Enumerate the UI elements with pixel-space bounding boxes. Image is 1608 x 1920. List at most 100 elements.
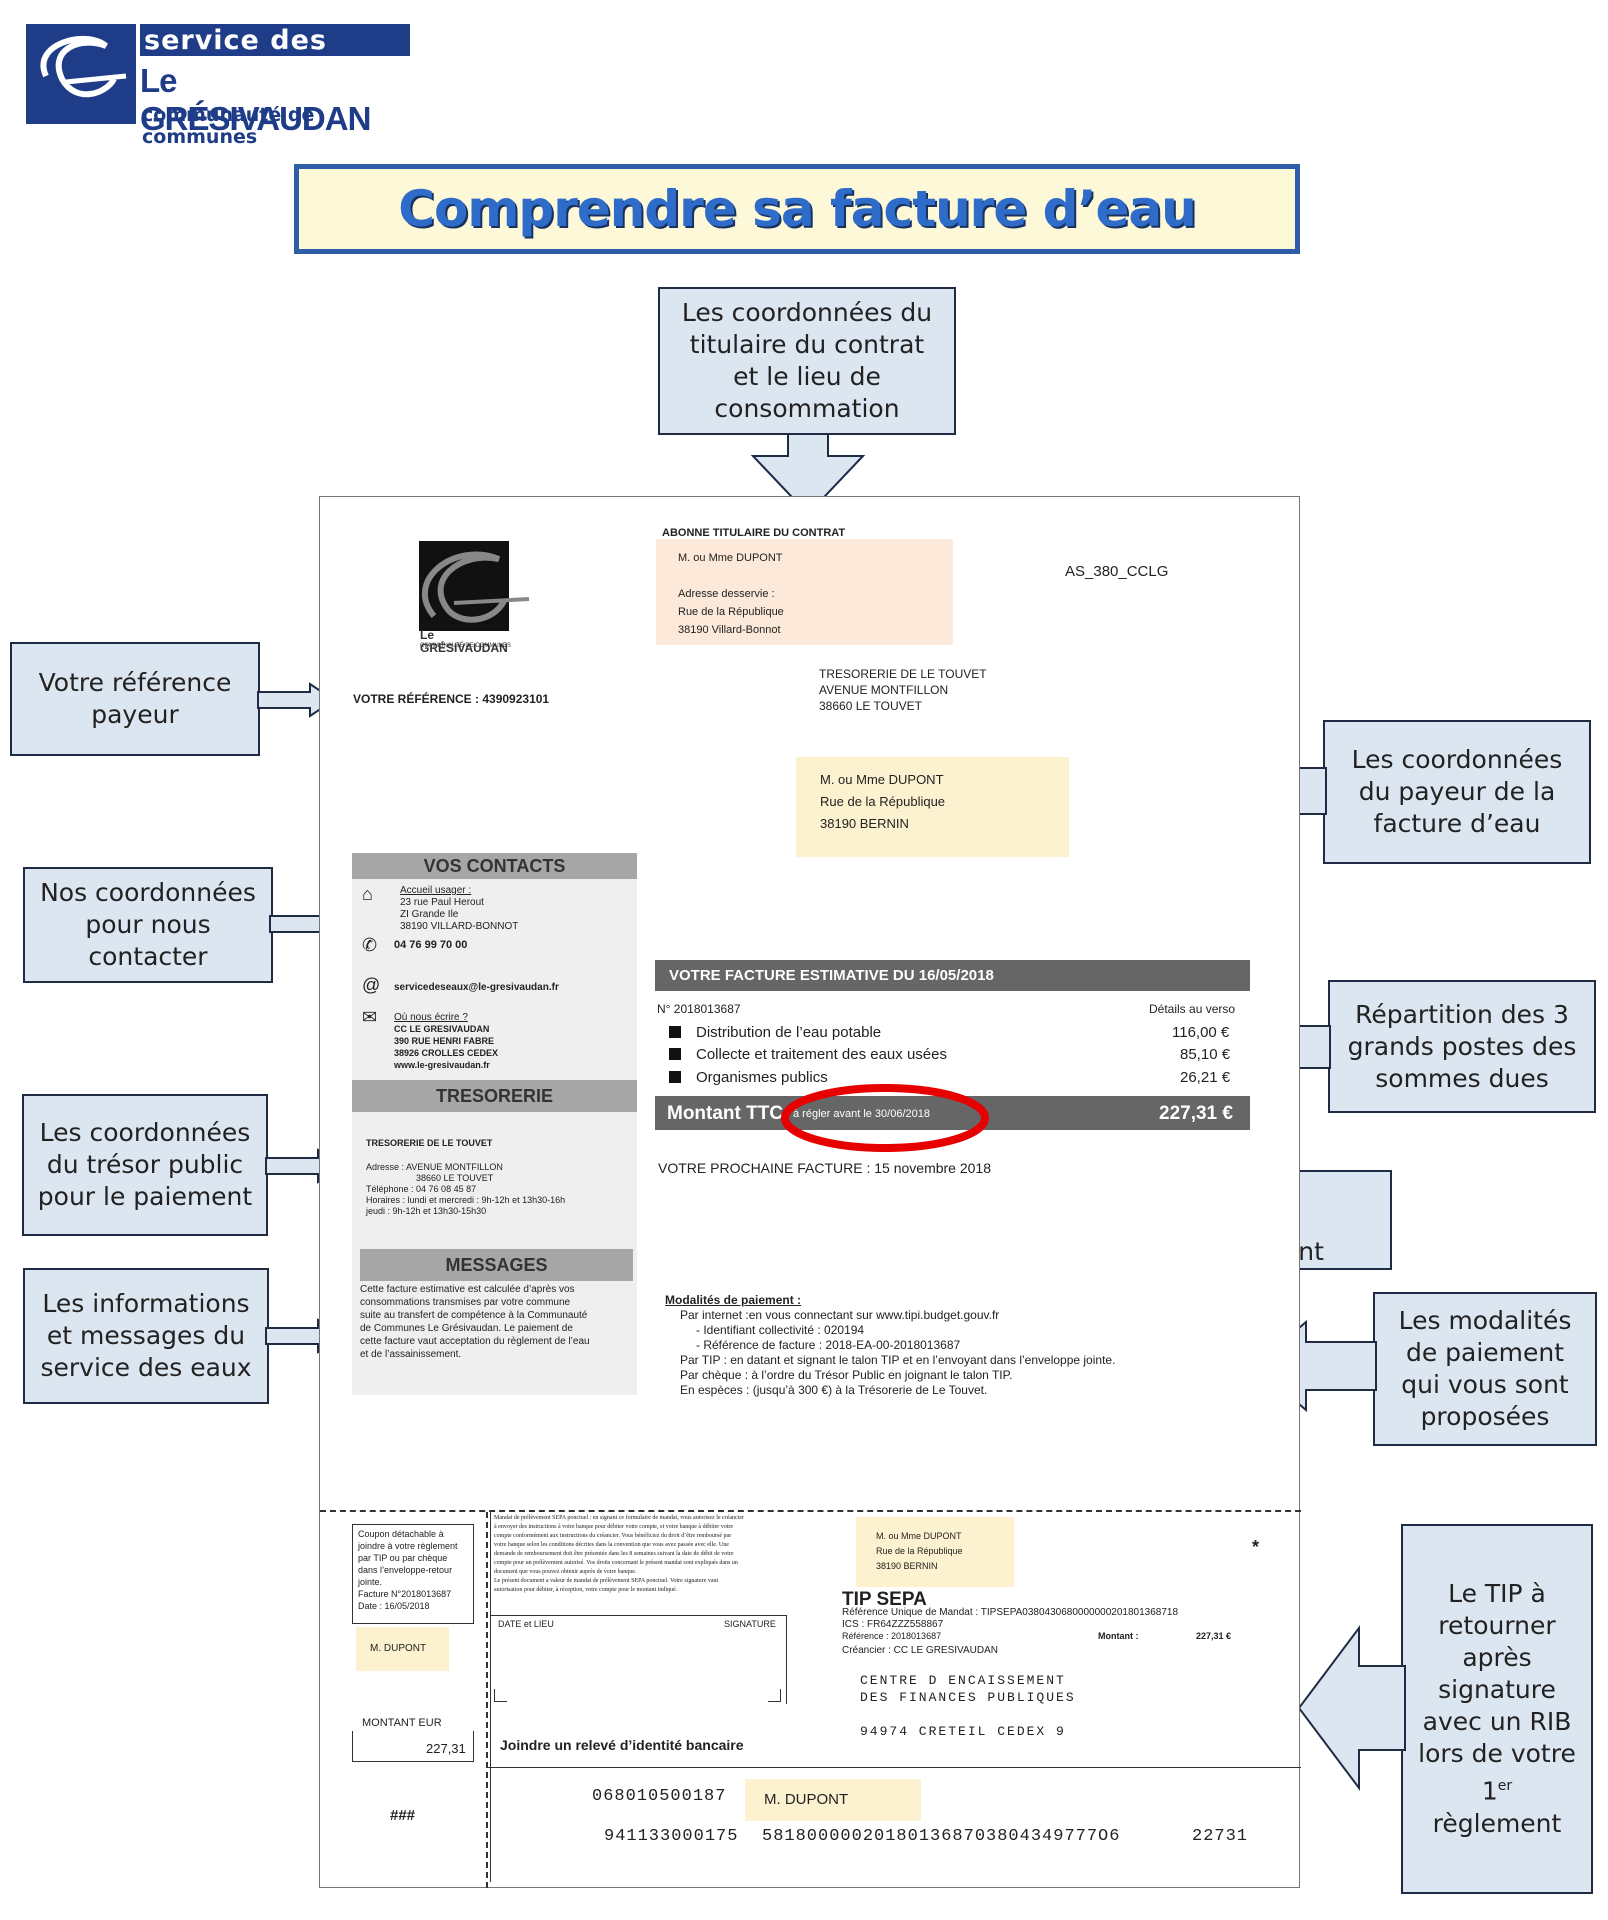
abonne-line: Adresse desservie : xyxy=(678,588,775,600)
ecrire-line: www.le-gresivaudan.fr xyxy=(394,1060,490,1070)
modalite-line: - Identifiant collectivité : 020194 xyxy=(696,1323,865,1337)
treso-addr-line: TRESORERIE DE LE TOUVET xyxy=(819,667,987,681)
tip-addr-line: 38190 BERNIN xyxy=(876,1561,938,1571)
date-lieu-label: DATE et LIEU xyxy=(498,1619,554,1629)
swirl-logo-icon xyxy=(421,551,530,623)
bullet-icon xyxy=(669,1071,681,1083)
coupon-text-box xyxy=(352,1524,474,1624)
mandat-line: votre banque selon les conditions décrit… xyxy=(494,1542,729,1548)
message-line: Cette facture estimative est calculée d’… xyxy=(360,1284,575,1295)
ecrire-line: 390 RUE HENRI FABRE xyxy=(394,1036,495,1046)
swirl-logo-icon xyxy=(26,24,136,124)
facture-line-label: Organismes publics xyxy=(696,1069,828,1086)
montant-value: 227,31 € xyxy=(1159,1103,1233,1124)
highlight-circle xyxy=(781,1084,989,1152)
coupon-name: M. DUPONT xyxy=(370,1643,427,1654)
mandat-line: Le présent document a valeur de mandat d… xyxy=(494,1578,719,1584)
invoice-logo-name: Le GRÉSIVAUDAN xyxy=(420,628,508,655)
facture-header: VOTRE FACTURE ESTIMATIVE DU 16/05/2018 xyxy=(655,960,1250,991)
contact-phone: 04 76 99 70 00 xyxy=(394,939,468,951)
corner-mark xyxy=(494,1689,507,1702)
centre-line: DES FINANCES PUBLIQUES xyxy=(860,1690,1076,1705)
tip-line: ICS : FR64ZZZ558867 xyxy=(842,1619,944,1630)
modalite-line: Par internet :en vous connectant sur www… xyxy=(680,1308,1000,1322)
arrow-down-icon xyxy=(750,433,866,516)
treso-addr-line: 38660 LE TOUVET xyxy=(819,699,922,713)
coupon-line: Date : 16/05/2018 xyxy=(358,1601,430,1611)
message-line: cette facture vaut acceptation du règlem… xyxy=(360,1336,590,1347)
brand-logo: service des eaux Le GRÉSIVAUDAN communau… xyxy=(26,24,410,148)
message-line: et de l’assainissement. xyxy=(360,1349,462,1360)
logo-line3: communauté de communes xyxy=(142,104,315,148)
tip-addr-box xyxy=(856,1517,1014,1587)
at-icon: @ xyxy=(362,975,381,995)
invoice-page: Le GRÉSIVAUDAN COMMUNAUTÉ DE COMMUNES AB… xyxy=(319,496,1301,1888)
coupon-line: dans l’enveloppe-retour xyxy=(358,1565,453,1575)
modalite-line: En espèces : (jusqu’à 300 €) à la Trésor… xyxy=(680,1383,988,1397)
tip-addr-line: M. ou Mme DUPONT xyxy=(876,1531,962,1541)
treso-block-line: 38660 LE TOUVET xyxy=(416,1173,494,1183)
tip-line: Référence Unique de Mandat : TIPSEPA0380… xyxy=(842,1607,1179,1618)
payeur-line: Rue de la République xyxy=(820,794,946,809)
details-verso: Détails au verso xyxy=(1149,1002,1236,1016)
coupon-line: joindre à votre règlement xyxy=(358,1541,458,1551)
page-title: Comprendre sa facture d’eau xyxy=(398,180,1196,238)
accueil-line: ZI Grande Ile xyxy=(400,909,459,920)
facture-line-amount: 116,00 € xyxy=(1172,1024,1230,1041)
coupon-line: par TIP ou par chèque xyxy=(358,1553,448,1563)
mandat-line: à envoyer des instructions à votre banqu… xyxy=(494,1524,734,1530)
treso-block-line: TRESORERIE DE LE TOUVET xyxy=(366,1138,493,1148)
abonne-line: 38190 Villard-Bonnot xyxy=(678,624,781,636)
montant-due: à régler avant le 30/06/2018 xyxy=(793,1108,930,1120)
facture-line-amount: 26,21 € xyxy=(1180,1069,1231,1086)
message-line: suite au transfert de compétence à la Co… xyxy=(360,1310,588,1321)
abonne-line: M. ou Mme DUPONT xyxy=(678,552,783,564)
logo-line1: service des eaux xyxy=(144,25,327,87)
mandat-box xyxy=(490,1512,492,1882)
abonne-title: ABONNE TITULAIRE DU CONTRAT xyxy=(662,527,846,539)
modalites-title: Modalités de paiement : xyxy=(665,1293,802,1307)
coupon-line: jointe. xyxy=(358,1577,383,1587)
callout-tip: Le TIP à retourner après signature avec … xyxy=(1401,1524,1593,1894)
home-icon: ⌂ xyxy=(362,884,373,904)
modalite-line: - Référence de facture : 2018-EA-00-2018… xyxy=(696,1338,961,1352)
invoice-logo-sub: COMMUNAUTÉ DE COMMUNES xyxy=(420,643,511,649)
tip-montant-label: Montant : xyxy=(1098,1631,1139,1641)
messages-header: MESSAGES xyxy=(360,1249,633,1281)
tip-line: Créancier : CC LE GRESIVAUDAN xyxy=(842,1645,998,1656)
tip-montant: 227,31 € xyxy=(1196,1631,1232,1641)
arrow-left-icon xyxy=(1297,1625,1406,1791)
code-line: 581800000201801368703804349777O6 xyxy=(762,1827,1121,1846)
coupon-montant-label: MONTANT EUR xyxy=(362,1717,442,1729)
signature-frame xyxy=(490,1615,787,1704)
mandat-line: compte conformément aux instructions du … xyxy=(494,1533,732,1539)
message-line: consommations transmises par votre commu… xyxy=(360,1297,571,1308)
mandat-line: Mandat de prélèvement SEPA ponctuel : en… xyxy=(494,1515,745,1521)
message-line: de Communes Le Grésivaudan. Le paiement … xyxy=(360,1323,573,1334)
contacts-header: VOS CONTACTS xyxy=(352,853,637,879)
coupon-hash: ### xyxy=(390,1807,416,1824)
modalite-line: Par TIP : en datant et signant le talon … xyxy=(680,1353,1116,1367)
montant-label: Montant TTC xyxy=(667,1103,784,1124)
abonne-box xyxy=(656,539,953,645)
invoice-logo: Le GRÉSIVAUDAN COMMUNAUTÉ DE COMMUNES xyxy=(404,541,530,655)
tip-star: * xyxy=(1252,1537,1260,1557)
coupon-name-box xyxy=(356,1627,449,1671)
accueil-line: Accueil usager : xyxy=(400,885,472,896)
ecrire-line: CC LE GRESIVAUDAN xyxy=(394,1024,490,1034)
accueil-line: 23 rue Paul Herout xyxy=(400,897,484,908)
ecrire-line: Où nous écrire ? xyxy=(394,1012,468,1023)
coupon-line: Coupon détachable à xyxy=(358,1529,444,1539)
facture-line-label: Collecte et traitement des eaux usées xyxy=(696,1046,947,1063)
coupon-montant: 227,31 xyxy=(426,1741,466,1756)
coupon-separator xyxy=(320,1510,1301,1512)
coupon-vertical-separator xyxy=(486,1512,488,1888)
treso-block-line: Horaires : lundi et mercredi : 9h-12h et… xyxy=(366,1195,566,1205)
payeur-line: M. ou Mme DUPONT xyxy=(820,772,944,787)
contacts-panel xyxy=(352,853,637,1395)
